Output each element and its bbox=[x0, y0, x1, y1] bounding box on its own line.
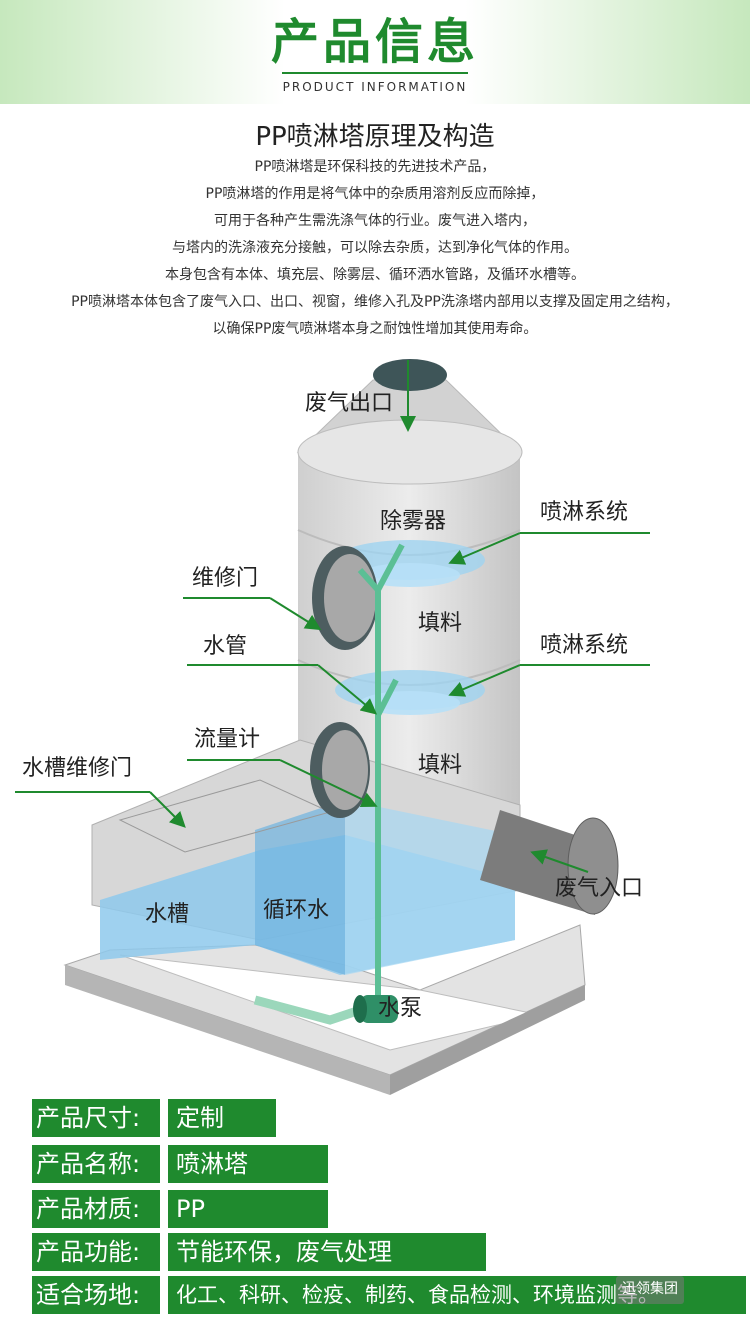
header-title: 产品信息 bbox=[270, 14, 479, 70]
label-tank-maintenance-door: 水槽维修门 bbox=[22, 756, 132, 781]
spec-key: 产品功能: bbox=[32, 1233, 160, 1271]
spec-key: 产品名称: bbox=[32, 1145, 160, 1183]
intro-line: 以确保PP废气喷淋塔本身之耐蚀性增加其使用寿命。 bbox=[212, 321, 538, 337]
spec-value: 定制 bbox=[168, 1099, 276, 1137]
label-packing-upper: 填料 bbox=[418, 611, 462, 636]
label-demister: 除雾器 bbox=[380, 509, 446, 534]
water-pipe bbox=[253, 543, 405, 1025]
spec-key: 产品材质: bbox=[32, 1190, 160, 1228]
header-banner: 产品信息 PRODUCT INFORMATION bbox=[0, 0, 750, 104]
base-frame bbox=[63, 924, 586, 1095]
leader-lines bbox=[15, 360, 650, 873]
water-tank bbox=[91, 739, 521, 975]
label-water-tank: 水槽 bbox=[145, 902, 189, 927]
label-maintenance-door: 维修门 bbox=[192, 566, 258, 591]
label-exhaust-outlet: 废气出口 bbox=[305, 391, 393, 416]
intro-line: 可用于各种产生需洗涤气体的行业。废气进入塔内， bbox=[214, 213, 536, 229]
header-subtitle: PRODUCT INFORMATION bbox=[282, 80, 468, 94]
spec-value: PP bbox=[168, 1190, 328, 1228]
intro-line: 本身包含有本体、填充层、除雾层、循环洒水管路，及循环水槽等。 bbox=[165, 267, 585, 283]
label-spray-system-upper: 喷淋系统 bbox=[540, 500, 628, 525]
spec-value: 节能环保，废气处理 bbox=[168, 1233, 486, 1271]
section-title: PP喷淋塔原理及构造 bbox=[255, 122, 495, 152]
label-exhaust-inlet: 废气入口 bbox=[555, 876, 643, 901]
water-pump bbox=[353, 995, 398, 1023]
maintenance-door bbox=[310, 722, 370, 818]
spec-value: 喷淋塔 bbox=[168, 1145, 328, 1183]
label-flow-meter: 流量计 bbox=[194, 727, 260, 752]
intro-line: PP喷淋塔是环保科技的先进技术产品， bbox=[254, 159, 496, 175]
maintenance-door bbox=[312, 546, 378, 650]
label-water-pump: 水泵 bbox=[378, 996, 422, 1021]
watermark: 迅领集团 bbox=[616, 1276, 684, 1304]
label-circulating-water: 循环水 bbox=[263, 898, 329, 923]
intro-line: PP喷淋塔本体包含了废气入口、出口、视窗，维修入孔及PP洗涤塔内部用以支撑及固定… bbox=[71, 294, 679, 310]
label-spray-system-lower: 喷淋系统 bbox=[540, 633, 628, 658]
spec-key: 产品尺寸: bbox=[32, 1099, 160, 1137]
intro-line: 与塔内的洗涤液充分接触，可以除去杂质，达到净化气体的作用。 bbox=[172, 240, 578, 256]
label-water-pipe: 水管 bbox=[203, 634, 247, 659]
header-divider bbox=[282, 72, 468, 74]
intro-line: PP喷淋塔的作用是将气体中的杂质用溶剂反应而除掉， bbox=[205, 186, 545, 202]
label-packing-lower: 填料 bbox=[418, 753, 462, 778]
spec-key: 适合场地: bbox=[32, 1276, 160, 1314]
